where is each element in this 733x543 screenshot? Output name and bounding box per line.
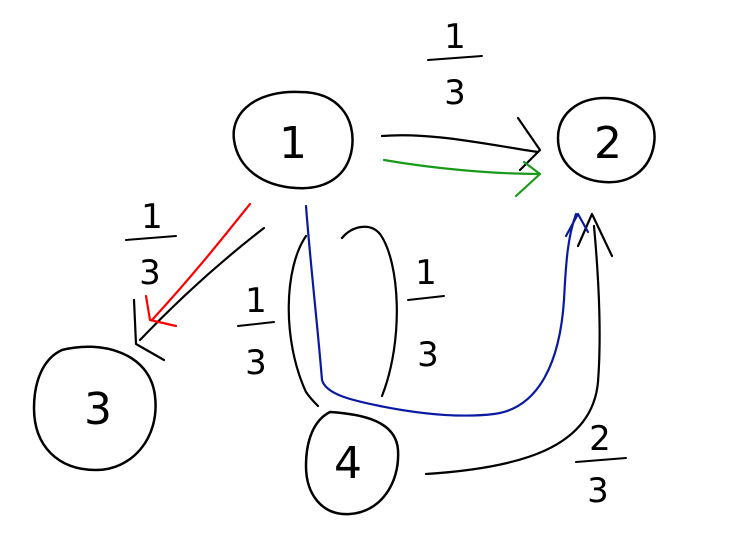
node-3-circle xyxy=(32,345,157,472)
edge-1-to-3-label-numerator: 1 xyxy=(141,197,163,237)
node-2-circle xyxy=(556,96,656,184)
edge-1-to-4-label-fraction-bar xyxy=(237,321,275,327)
edge-4-to-2-label: 2 3 xyxy=(575,419,627,511)
edge-1-to-3-highlight-arrowhead xyxy=(144,294,178,328)
node-2-label: 2 xyxy=(594,118,622,169)
edge-4-to-2-label-fraction-bar xyxy=(575,457,627,463)
edge-4-to-1-label-denominator: 3 xyxy=(417,335,439,375)
node-3: 3 xyxy=(32,345,157,472)
edge-1-to-2-line xyxy=(380,134,540,154)
path-1-to-4-to-2-highlight xyxy=(304,204,590,417)
edge-1-to-3-label-fraction-bar xyxy=(125,235,177,241)
node-1-circle xyxy=(232,90,354,190)
edge-1-to-2-label-denominator: 3 xyxy=(444,73,466,113)
edge-1-to-4-line xyxy=(287,234,320,408)
node-4: 4 xyxy=(304,410,400,516)
edge-1-to-3-highlight xyxy=(144,202,252,328)
edge-1-to-4 xyxy=(287,234,320,408)
path-1-to-4-to-2-highlight-line xyxy=(304,204,578,417)
edge-1-to-2-highlight xyxy=(382,158,542,198)
edge-4-to-2-line xyxy=(424,224,601,476)
edge-4-to-2-label-numerator: 2 xyxy=(589,419,611,459)
edge-1-to-3-highlight-line xyxy=(150,202,252,322)
edge-4-to-2-arrowhead xyxy=(576,212,614,258)
edge-1-to-3-label-denominator: 3 xyxy=(139,253,161,293)
edge-1-to-2-label-fraction-bar xyxy=(427,55,483,61)
node-1: 1 xyxy=(232,90,354,190)
node-4-circle xyxy=(304,410,400,516)
edge-1-to-2-highlight-line xyxy=(382,158,542,176)
edge-1-to-4-label-numerator: 1 xyxy=(245,281,267,321)
edge-1-to-2-label-numerator: 1 xyxy=(444,17,466,57)
edge-1-to-4-label-denominator: 3 xyxy=(245,343,267,383)
edge-1-to-3-line xyxy=(138,226,266,342)
edge-1-to-2-arrowhead xyxy=(516,116,542,172)
node-4-label: 4 xyxy=(334,438,362,489)
node-3-label: 3 xyxy=(84,384,112,435)
edge-1-to-2 xyxy=(380,116,542,172)
edge-4-to-2-label-denominator: 3 xyxy=(587,471,609,511)
edge-1-to-2-highlight-arrowhead xyxy=(514,160,542,198)
edge-1-to-4-label: 1 3 xyxy=(237,281,275,383)
path-1-to-4-to-2-highlight-arrowhead xyxy=(564,212,590,238)
edge-1-to-2-label: 1 3 xyxy=(427,17,483,113)
edge-4-to-1-label-fraction-bar xyxy=(407,295,445,301)
edge-4-to-1-label: 1 3 xyxy=(407,253,445,375)
node-1-label: 1 xyxy=(279,118,307,169)
edge-4-to-1-label-numerator: 1 xyxy=(415,253,437,293)
edge-1-to-3-arrowhead xyxy=(132,298,166,362)
node-2: 2 xyxy=(556,96,656,184)
edge-1-to-3-label: 1 3 xyxy=(125,197,177,293)
edge-4-to-1 xyxy=(340,225,398,398)
edge-4-to-2 xyxy=(424,212,614,476)
edge-4-to-1-line xyxy=(340,225,398,398)
edge-1-to-3 xyxy=(132,226,266,362)
